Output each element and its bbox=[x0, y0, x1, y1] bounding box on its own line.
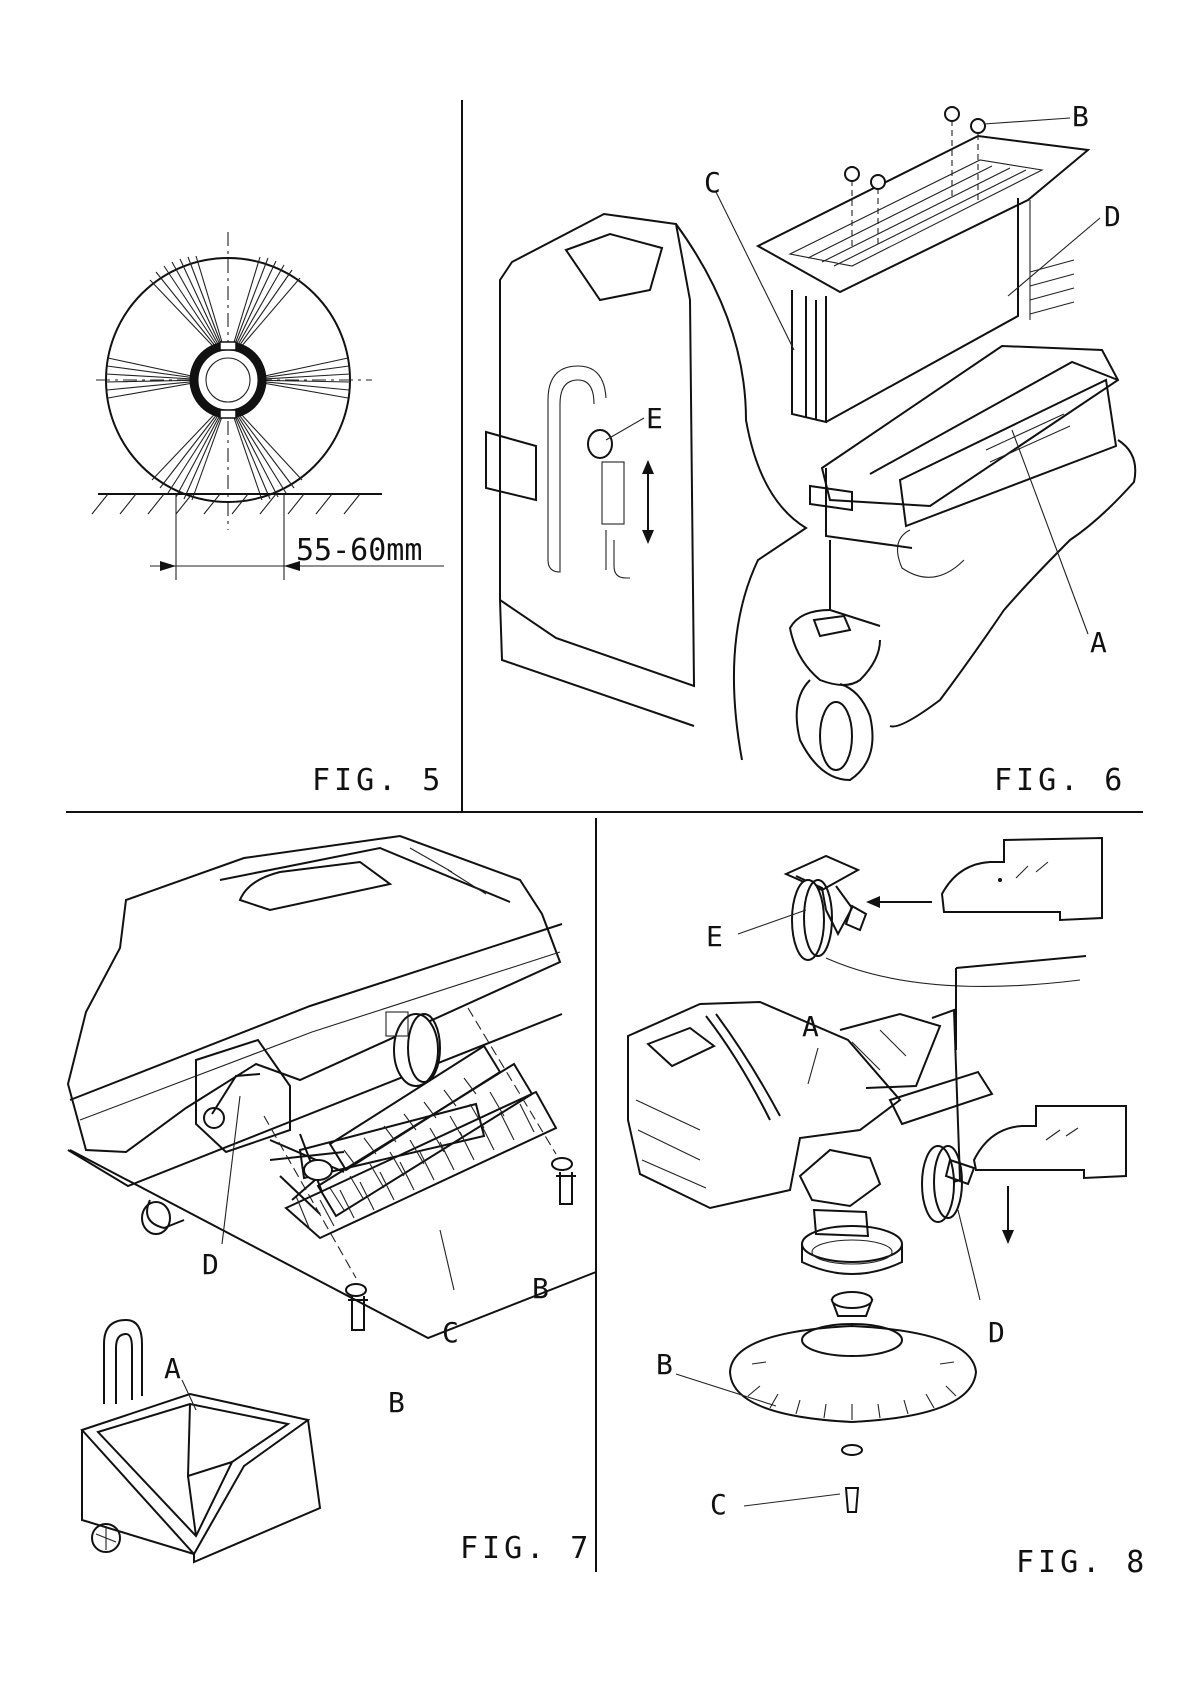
fig8-castor-wheel-detail bbox=[786, 856, 866, 960]
fig8-label-e: E bbox=[706, 920, 723, 953]
fig7-label-a: A bbox=[164, 1352, 181, 1385]
fig7-label-b-right: B bbox=[532, 1272, 549, 1305]
fig8-label-c: C bbox=[710, 1488, 727, 1521]
fig8-machine-base bbox=[628, 956, 1086, 1316]
fig6-label-a: A bbox=[1090, 626, 1107, 659]
fig6-filter-assembly bbox=[758, 107, 1088, 422]
fig7-label-c: C bbox=[442, 1316, 459, 1349]
fig7-label-b-bottom: B bbox=[388, 1386, 405, 1419]
fig6-machine-side bbox=[486, 214, 806, 760]
fig6-caption: FIG. 6 bbox=[994, 763, 1126, 798]
fig6-filter-housing bbox=[790, 346, 1135, 780]
fig8-caption: FIG. 8 bbox=[1016, 1545, 1148, 1580]
fig8-label-a: A bbox=[802, 1010, 819, 1043]
fig7-label-d: D bbox=[202, 1248, 219, 1281]
fig8-foot-top bbox=[942, 838, 1102, 920]
fig7-caption: FIG. 7 bbox=[460, 1531, 592, 1566]
fig6-leader-lines bbox=[606, 118, 1100, 634]
fig6-label-d: D bbox=[1104, 200, 1121, 233]
fig7-waste-hopper bbox=[82, 1320, 320, 1562]
fig5-dimension-label: 55-60mm bbox=[296, 533, 422, 568]
fig8-label-b: B bbox=[656, 1348, 673, 1381]
fig5-brush-diagram bbox=[92, 232, 444, 580]
fig7-leader-lines bbox=[182, 1096, 454, 1410]
fig8-side-brush bbox=[730, 1324, 976, 1512]
fig5-caption: FIG. 5 bbox=[312, 763, 444, 798]
fig6-label-c: C bbox=[704, 166, 721, 199]
fig8-label-d: D bbox=[988, 1316, 1005, 1349]
fig8-foot-bottom bbox=[974, 1106, 1126, 1178]
fig6-label-b: B bbox=[1072, 100, 1089, 133]
fig6-label-e: E bbox=[646, 402, 663, 435]
